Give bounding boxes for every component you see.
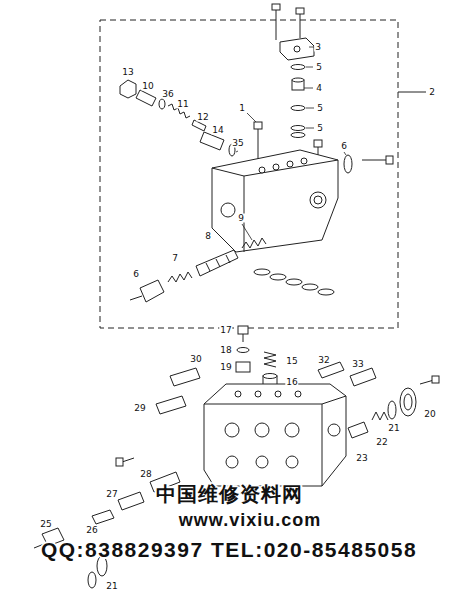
- callout-number: 14: [211, 126, 224, 135]
- callout-number: 16: [285, 378, 298, 387]
- callout-number: 5: [316, 124, 324, 133]
- callout-number: 5: [315, 63, 323, 72]
- callout-number: 1: [238, 104, 246, 113]
- callout-number: 5: [316, 104, 324, 113]
- callout-number: 19: [219, 363, 232, 372]
- watermark-text: 中国维修资料网: [156, 484, 303, 504]
- callout-number: 6: [132, 270, 140, 279]
- leader-lines: [236, 47, 346, 240]
- callout-number: 8: [204, 232, 212, 241]
- callout-number: 3: [314, 43, 322, 52]
- callout-number: 11: [176, 100, 189, 109]
- callout-number: 13: [121, 68, 134, 77]
- callout-number: 36: [161, 90, 174, 99]
- callout-number: 6: [340, 142, 348, 151]
- callout-number: 2: [428, 88, 436, 97]
- callout-number: 33: [351, 360, 364, 369]
- callout-number: 9: [237, 214, 245, 223]
- callout-number: 7: [171, 254, 179, 263]
- callout-number: 4: [315, 84, 323, 93]
- callout-number: 32: [317, 356, 330, 365]
- upper-valve-assembly: [120, 4, 393, 302]
- callout-number: 17: [219, 326, 232, 335]
- callout-number: 29: [133, 404, 146, 413]
- watermark-contact: QQ:838829397 TEL:020-85485058: [41, 539, 417, 560]
- callout-number: 30: [189, 355, 202, 364]
- callout-number: 21: [387, 424, 400, 433]
- callout-number: 22: [375, 438, 388, 447]
- callout-number: 25: [39, 520, 52, 529]
- callout-number: 10: [141, 82, 154, 91]
- leader-line: [398, 92, 426, 93]
- callout-number: 15: [285, 357, 298, 366]
- callout-number: 26: [85, 526, 98, 535]
- callout-number: 35: [231, 139, 244, 148]
- callout-number: 20: [423, 410, 436, 419]
- watermark-url: www.vixiu.com: [179, 511, 321, 529]
- assembly-boundary: [100, 20, 398, 328]
- callout-number: 28: [139, 470, 152, 479]
- callout-number: 21: [105, 582, 118, 591]
- callout-number: 23: [355, 454, 368, 463]
- lower-valve-assembly: [34, 326, 439, 588]
- callout-number: 27: [105, 490, 118, 499]
- callout-number: 18: [219, 346, 232, 355]
- callout-number: 12: [196, 113, 209, 122]
